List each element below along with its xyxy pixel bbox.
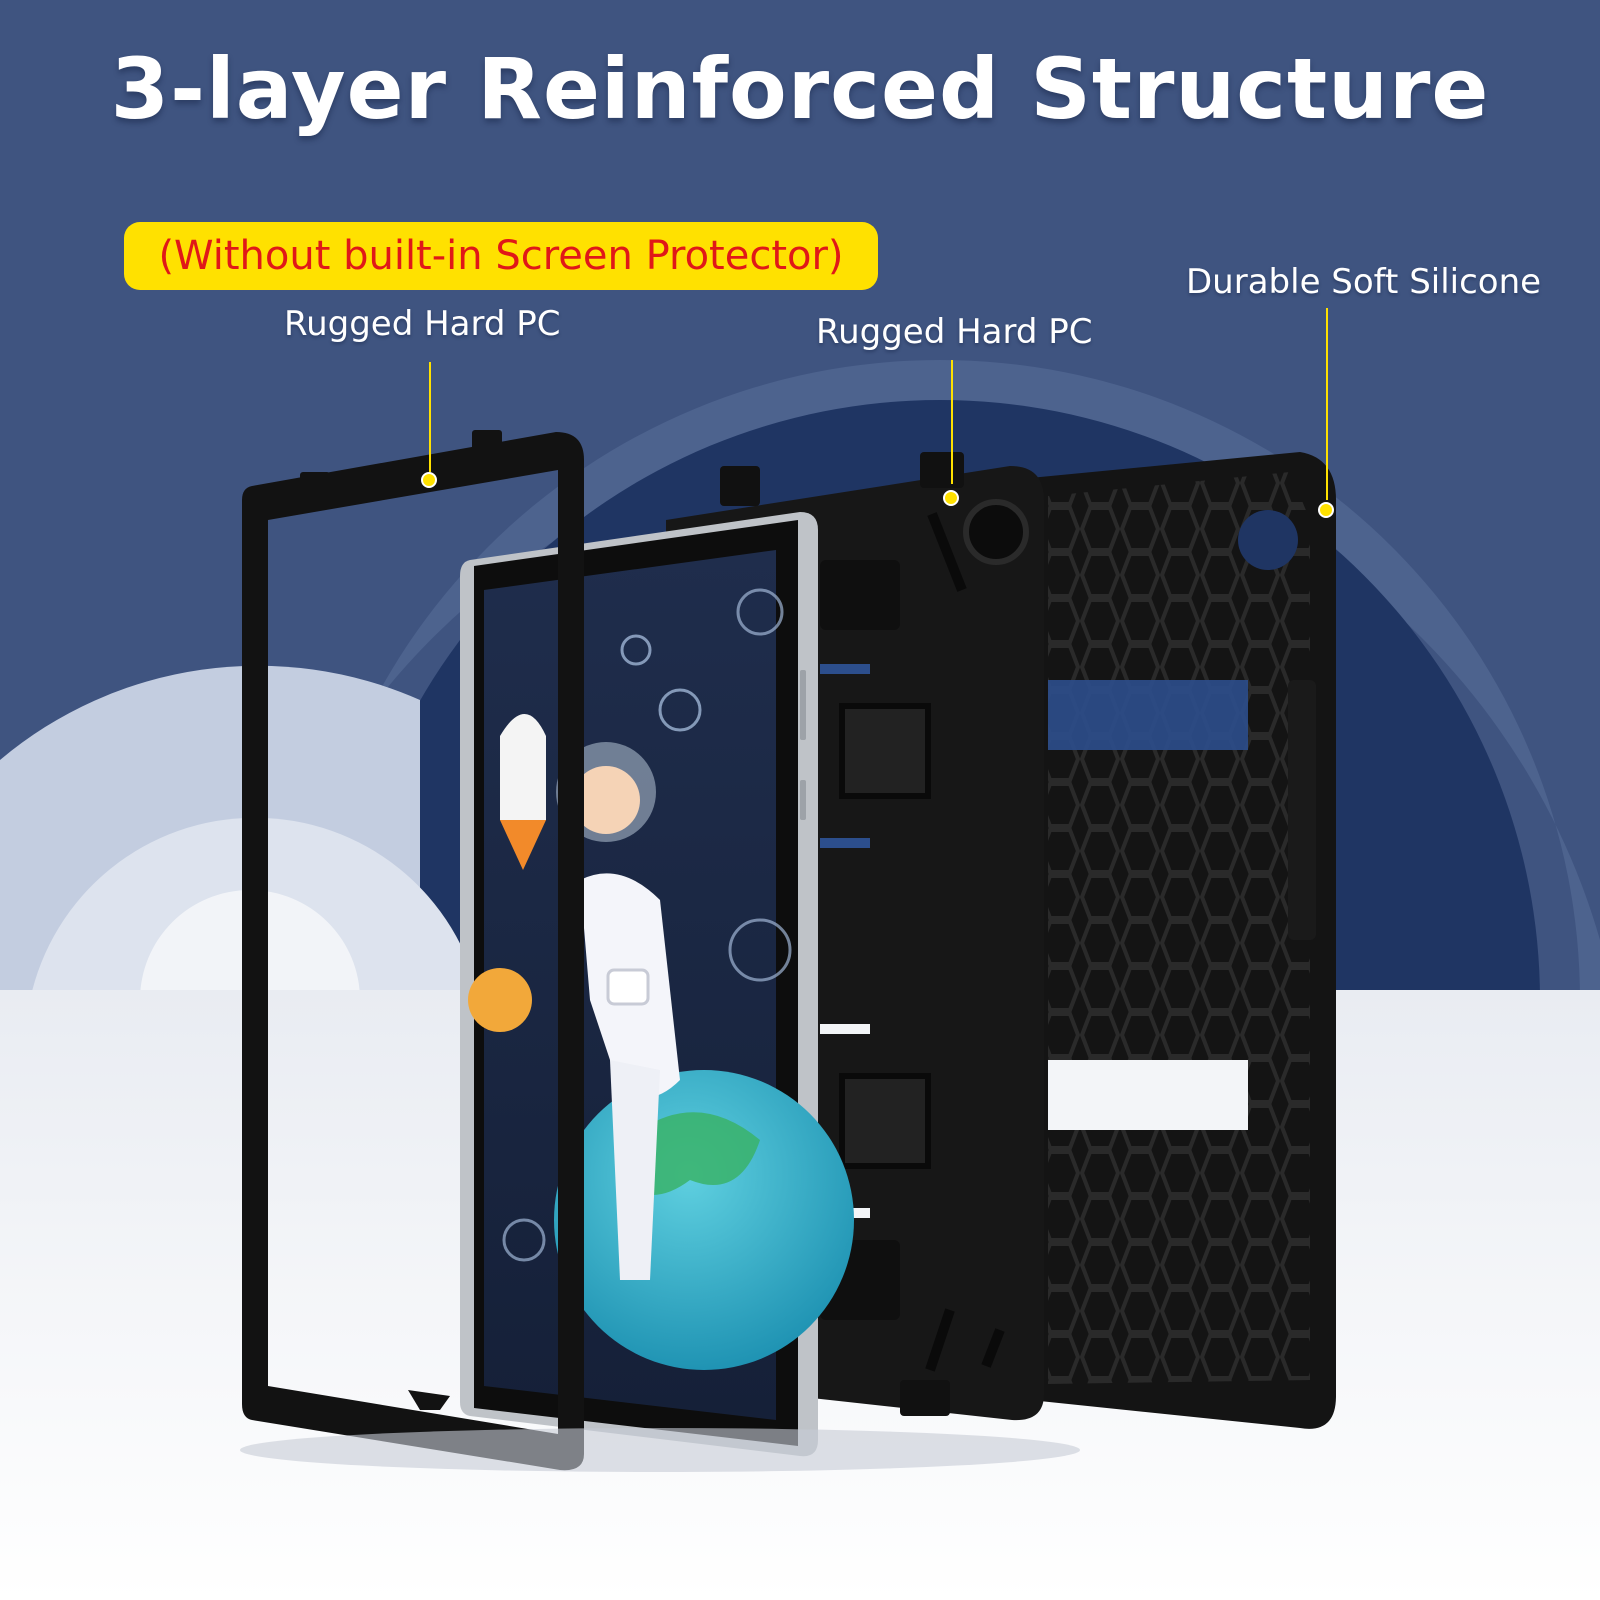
- callout-back-shell-label: Rugged Hard PC: [816, 312, 1093, 352]
- callout-back-shell-line: [951, 360, 953, 484]
- callout-silicone-label: Durable Soft Silicone: [1186, 262, 1542, 302]
- planet-orange: [468, 968, 532, 1032]
- callout-front-frame-line: [429, 362, 431, 472]
- callout-silicone-dot: [1318, 502, 1334, 518]
- callout-back-shell-dot: [943, 490, 959, 506]
- rocket: [500, 714, 546, 820]
- tablet: [460, 512, 854, 1457]
- callout-front-frame-dot: [421, 472, 437, 488]
- headline: 3-layer Reinforced Structure: [110, 40, 1490, 138]
- callout-front-frame-label: Rugged Hard PC: [284, 304, 561, 344]
- floor-shadow: [240, 1428, 1080, 1472]
- hard-pc-front-frame: [242, 430, 584, 1471]
- silicone-layer: [1030, 452, 1336, 1429]
- callout-silicone-line: [1326, 308, 1328, 500]
- screen-protector-note: (Without built-in Screen Protector): [124, 222, 878, 290]
